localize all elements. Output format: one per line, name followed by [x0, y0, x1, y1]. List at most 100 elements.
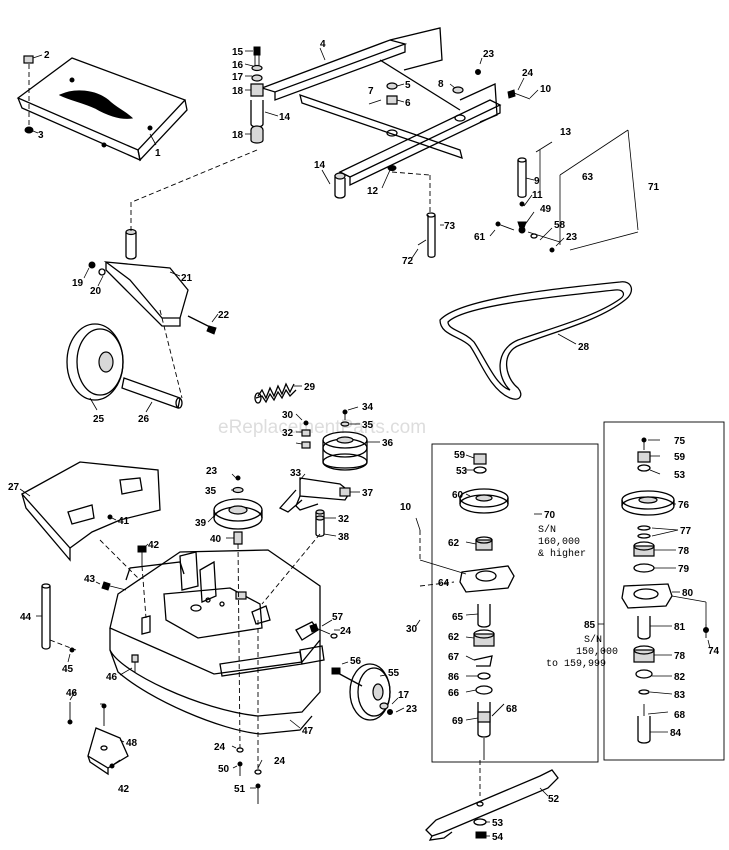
spindle-assembly-85 [603, 421, 725, 761]
callout-17-roller: 17 [398, 690, 410, 701]
note-70-sn: S/N [538, 524, 556, 536]
deck-cover [16, 55, 188, 162]
callout-59-spindle70: 59 [454, 450, 466, 461]
callout-43: 43 [84, 574, 96, 585]
callout-14-b: 14 [314, 160, 326, 171]
callout-57: 57 [332, 612, 344, 623]
callout-50: 50 [218, 764, 230, 775]
callout-32-a: 32 [282, 428, 294, 439]
callout-68-spindle85: 68 [674, 710, 686, 721]
callout-34: 34 [362, 402, 374, 413]
callout-56: 56 [350, 656, 362, 667]
callout-46-bracket: 46 [66, 688, 78, 699]
callout-76: 76 [678, 500, 690, 511]
callout-60: 60 [452, 490, 464, 501]
note-70-serial: 160,000 [538, 537, 580, 548]
callout-23-right: 23 [566, 232, 578, 243]
callout-19: 19 [72, 278, 84, 289]
callout-18-a: 18 [232, 86, 244, 97]
callout-66: 66 [448, 688, 460, 699]
callout-38: 38 [338, 532, 350, 543]
callout-70: 70 [544, 510, 556, 521]
callout-23-roller: 23 [406, 704, 418, 715]
callout-1: 1 [155, 148, 161, 159]
callout-82: 82 [674, 672, 686, 683]
callout-5: 5 [405, 80, 411, 91]
spindle-assembly-70 [431, 443, 599, 763]
deck-housing [20, 461, 325, 735]
callout-32-b: 32 [338, 514, 350, 525]
callout-65: 65 [452, 612, 464, 623]
callout-54: 54 [492, 832, 504, 843]
callout-71: 71 [648, 182, 660, 193]
callout-62-a: 62 [448, 538, 460, 549]
callout-42-bracket: 42 [118, 784, 130, 795]
bracket [67, 702, 129, 776]
callout-16: 16 [232, 60, 244, 71]
callout-62-b: 62 [448, 632, 460, 643]
callout-24-roller: 24 [340, 626, 352, 637]
callout-23-top: 23 [483, 49, 495, 60]
callout-21: 21 [181, 273, 193, 284]
callout-79: 79 [678, 564, 690, 575]
callout-37: 37 [362, 488, 374, 499]
callout-4: 4 [320, 39, 326, 50]
callout-52: 52 [548, 794, 560, 805]
callout-30-spindle: 30 [406, 624, 418, 635]
callout-68-spindle70: 68 [506, 704, 518, 715]
note-85-range: to 159,999 [546, 659, 606, 670]
callout-39: 39 [195, 518, 207, 529]
callout-45: 45 [62, 664, 74, 675]
callout-46-deck: 46 [106, 672, 118, 683]
callout-24-bottom-b: 24 [274, 756, 286, 767]
callout-44: 44 [20, 612, 32, 623]
callout-73: 73 [444, 221, 456, 232]
callout-41: 41 [118, 516, 130, 527]
callout-53-spindle85: 53 [674, 470, 686, 481]
callout-75: 75 [674, 436, 686, 447]
callout-25: 25 [93, 414, 105, 425]
callout-85: 85 [584, 620, 596, 631]
callout-12: 12 [367, 186, 379, 197]
callout-3: 3 [38, 130, 44, 141]
callout-48: 48 [126, 738, 138, 749]
callout-20: 20 [90, 286, 102, 297]
callout-69: 69 [452, 716, 464, 727]
serial-notes: S/N 160,000 & higher S/N 150,000 to 159,… [534, 513, 618, 670]
bottom-hardware [236, 747, 262, 804]
callout-51: 51 [234, 784, 246, 795]
callout-61: 61 [474, 232, 486, 243]
callout-27: 27 [8, 482, 20, 493]
watermark-text: eReplacementParts.com [218, 417, 426, 438]
callout-83: 83 [674, 690, 686, 701]
callout-47: 47 [302, 726, 314, 737]
callout-49: 49 [540, 204, 552, 215]
caster-assembly [66, 202, 217, 409]
callout-leaders [19, 47, 711, 837]
callout-78-b: 78 [674, 651, 686, 662]
callout-18-b: 18 [232, 130, 244, 141]
callout-63: 63 [582, 172, 594, 183]
callout-15: 15 [232, 47, 244, 58]
callout-8: 8 [438, 79, 444, 90]
callout-22: 22 [218, 310, 230, 321]
idler-assembly [278, 409, 368, 537]
callout-86: 86 [448, 672, 460, 683]
callout-77: 77 [680, 526, 692, 537]
callout-72: 72 [402, 256, 414, 267]
callout-42-deck: 42 [148, 540, 160, 551]
belt [439, 281, 633, 400]
callout-36: 36 [382, 438, 394, 449]
callout-24-top: 24 [522, 68, 534, 79]
callout-74: 74 [708, 646, 720, 657]
callout-78-a: 78 [678, 546, 690, 557]
deck-pulley [213, 475, 263, 545]
callout-40: 40 [210, 534, 222, 545]
blade [425, 769, 559, 841]
callout-labels: 1 2 3 4 5 6 7 8 9 10 10 11 12 13 14 14 1… [8, 39, 720, 843]
callout-80: 80 [682, 588, 694, 599]
callout-64: 64 [438, 578, 450, 589]
callout-29: 29 [304, 382, 316, 393]
callout-58: 58 [554, 220, 566, 231]
